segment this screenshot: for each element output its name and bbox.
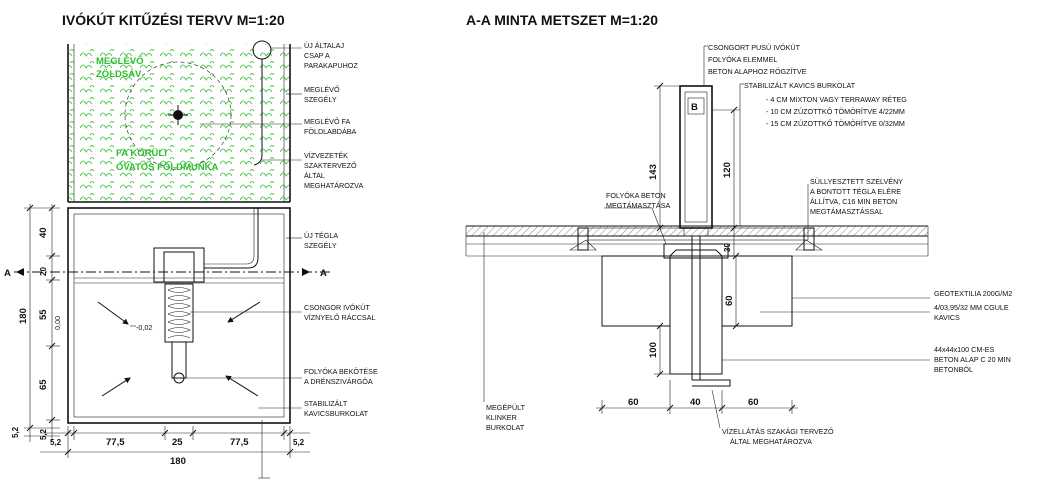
dim-v-30: 30 [723,243,732,252]
dim-h-60-left: 60 [628,397,639,408]
dim-h-77-5-left: 77,5 [106,437,125,448]
inner-level: -0,02 [136,323,152,332]
dim-h-60-right: 60 [748,397,759,408]
right-section-title: A-A MINTA METSZET M=1:20 [466,12,658,28]
dim-h-25: 25 [172,437,183,448]
post-letter: B [691,102,698,113]
left-plan: IVÓKÚT KITŰZÉSI TERVV M=1:20 MEGLÉVŐ ZÖL… [4,11,378,479]
vertical-dimensions: 40 20 55 65 5,2 5,2 180 0,00 [11,204,62,442]
svg-text:GEOTEXTILIA 200G/M2: GEOTEXTILIA 200G/M2 [934,289,1012,298]
section-line-a: A A [4,268,330,279]
pavement-layers [465,225,929,257]
drain-head [153,247,205,283]
dim-h-40: 40 [690,397,701,408]
svg-text:STABILIZÁLT KAVICS BURKOLAT- 4: STABILIZÁLT KAVICS BURKOLAT- 4 CM MIXTON… [744,81,907,128]
dim-v-5-2-a: 5,2 [39,428,48,440]
dim-v-60: 60 [724,295,735,306]
section-marker-right: A [320,268,327,279]
dim-v-40: 40 [38,227,49,238]
dim-v-143: 143 [648,164,659,180]
dim-h-5-2-left: 5,2 [50,438,62,447]
left-leaders [186,47,302,409]
dim-v-5-2-b: 5,2 [11,426,20,438]
right-horizontal-dimensions: 60 40 60 [596,380,798,414]
paving-area: -0,02 [67,207,291,424]
dim-v-20: 20 [39,267,48,276]
dim-h-5-2-right: 5,2 [293,438,305,447]
green-label-strip: ZÖLDSÁV [96,69,142,80]
concrete-foundation [669,255,723,375]
dim-v-65: 65 [38,379,49,390]
tree-root-ball [124,61,232,169]
right-section: A-A MINTA METSZET M=1:20 B [465,12,1012,446]
right-leaders [483,45,930,429]
section-marker-left: A [4,268,11,279]
right-vertical-dimensions: 143 120 30 60 100 [648,82,740,378]
dim-v-total: 180 [18,308,29,324]
drain-outlet [173,372,185,384]
dim-v-100: 100 [648,342,659,358]
green-label-careful-earthwork: ÓVATOS FÖLDMUNKA [116,161,219,173]
gravel-block-right [721,255,793,327]
dim-h-77-5-right: 77,5 [230,437,249,448]
left-plan-title: IVÓKÚT KITŰZÉSI TERVV M=1:20 [62,11,285,28]
dim-v-55: 55 [38,309,49,320]
green-label-around-tree: FA KÖRÜLI [116,148,167,159]
gravel-block-left [601,255,671,327]
dim-v-120: 120 [722,162,733,178]
dim-h-total: 180 [170,456,186,467]
horizontal-dimensions: 5,2 77,5 25 77,5 5,2 180 [40,420,310,479]
green-label-existing: MEGLÉVŐ [96,55,144,67]
level-zero: 0,00 [53,316,62,330]
green-zone: MEGLÉVŐ ZÖLDSÁV FA KÖRÜLI ÓVATOS FÖLDMUN… [67,40,291,203]
